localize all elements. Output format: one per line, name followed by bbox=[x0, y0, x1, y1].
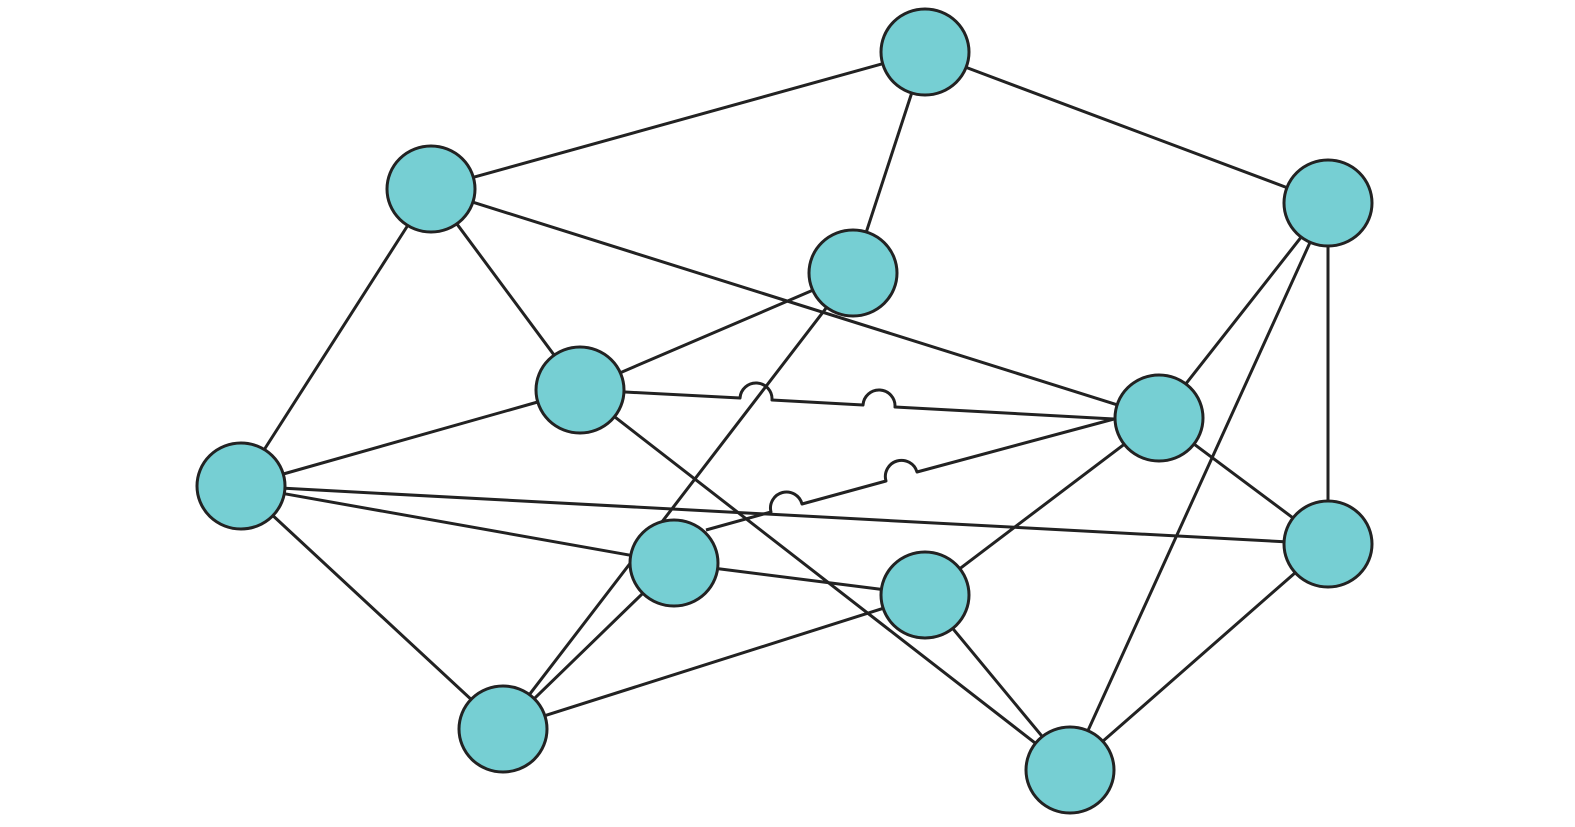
edge-n8-n12 bbox=[271, 514, 473, 701]
node-circle bbox=[385, 144, 477, 234]
edge-n1-n2 bbox=[472, 62, 884, 179]
edge-n4-n5 bbox=[619, 288, 814, 375]
edge-n8-n11 bbox=[284, 492, 631, 557]
edge-n2-n5 bbox=[455, 222, 556, 357]
edge-n4-n12 bbox=[528, 306, 828, 696]
edge-n2-n6 bbox=[472, 200, 1118, 407]
edge-n3-n6 bbox=[1184, 236, 1303, 385]
node-n3 bbox=[1282, 158, 1374, 248]
nodes-layer bbox=[195, 7, 1374, 815]
edge-n11-n12 bbox=[533, 592, 644, 700]
edges-layer bbox=[263, 62, 1330, 745]
edge-n10-n11 bbox=[717, 567, 882, 591]
node-n6 bbox=[1113, 373, 1205, 463]
edge-n2-n8 bbox=[263, 224, 409, 451]
edge-n7-n9 bbox=[1101, 571, 1297, 743]
node-circle bbox=[534, 345, 626, 435]
node-circle bbox=[879, 550, 971, 640]
node-circle bbox=[1024, 725, 1116, 815]
node-n7 bbox=[1282, 499, 1374, 589]
node-n11 bbox=[628, 518, 720, 608]
node-n8 bbox=[195, 441, 287, 531]
edge-n10-n12 bbox=[544, 606, 884, 718]
node-n12 bbox=[457, 684, 549, 774]
node-circle bbox=[457, 684, 549, 774]
edge-n7-n8 bbox=[284, 486, 1285, 544]
edge-n6-n10 bbox=[958, 443, 1126, 570]
node-circle bbox=[807, 228, 899, 318]
node-circle bbox=[1113, 373, 1205, 463]
node-n2 bbox=[385, 144, 477, 234]
edge-n6-n11 bbox=[705, 417, 1115, 532]
node-n10 bbox=[879, 550, 971, 640]
edge-n5-n6 bbox=[624, 381, 1115, 421]
edge-n5-n8 bbox=[282, 400, 539, 476]
node-circle bbox=[195, 441, 287, 531]
node-circle bbox=[879, 7, 971, 97]
edge-n3-n9 bbox=[1086, 241, 1312, 732]
edge-n1-n3 bbox=[965, 65, 1288, 190]
node-circle bbox=[1282, 158, 1374, 248]
node-circle bbox=[628, 518, 720, 608]
edge-n9-n10 bbox=[951, 627, 1044, 738]
edge-n5-n9 bbox=[613, 415, 1037, 745]
node-n4 bbox=[807, 228, 899, 318]
edge-n6-n7 bbox=[1193, 442, 1294, 520]
node-n1 bbox=[879, 7, 971, 97]
node-n5 bbox=[534, 345, 626, 435]
edge-n1-n4 bbox=[864, 92, 914, 233]
node-n9 bbox=[1024, 725, 1116, 815]
node-circle bbox=[1282, 499, 1374, 589]
